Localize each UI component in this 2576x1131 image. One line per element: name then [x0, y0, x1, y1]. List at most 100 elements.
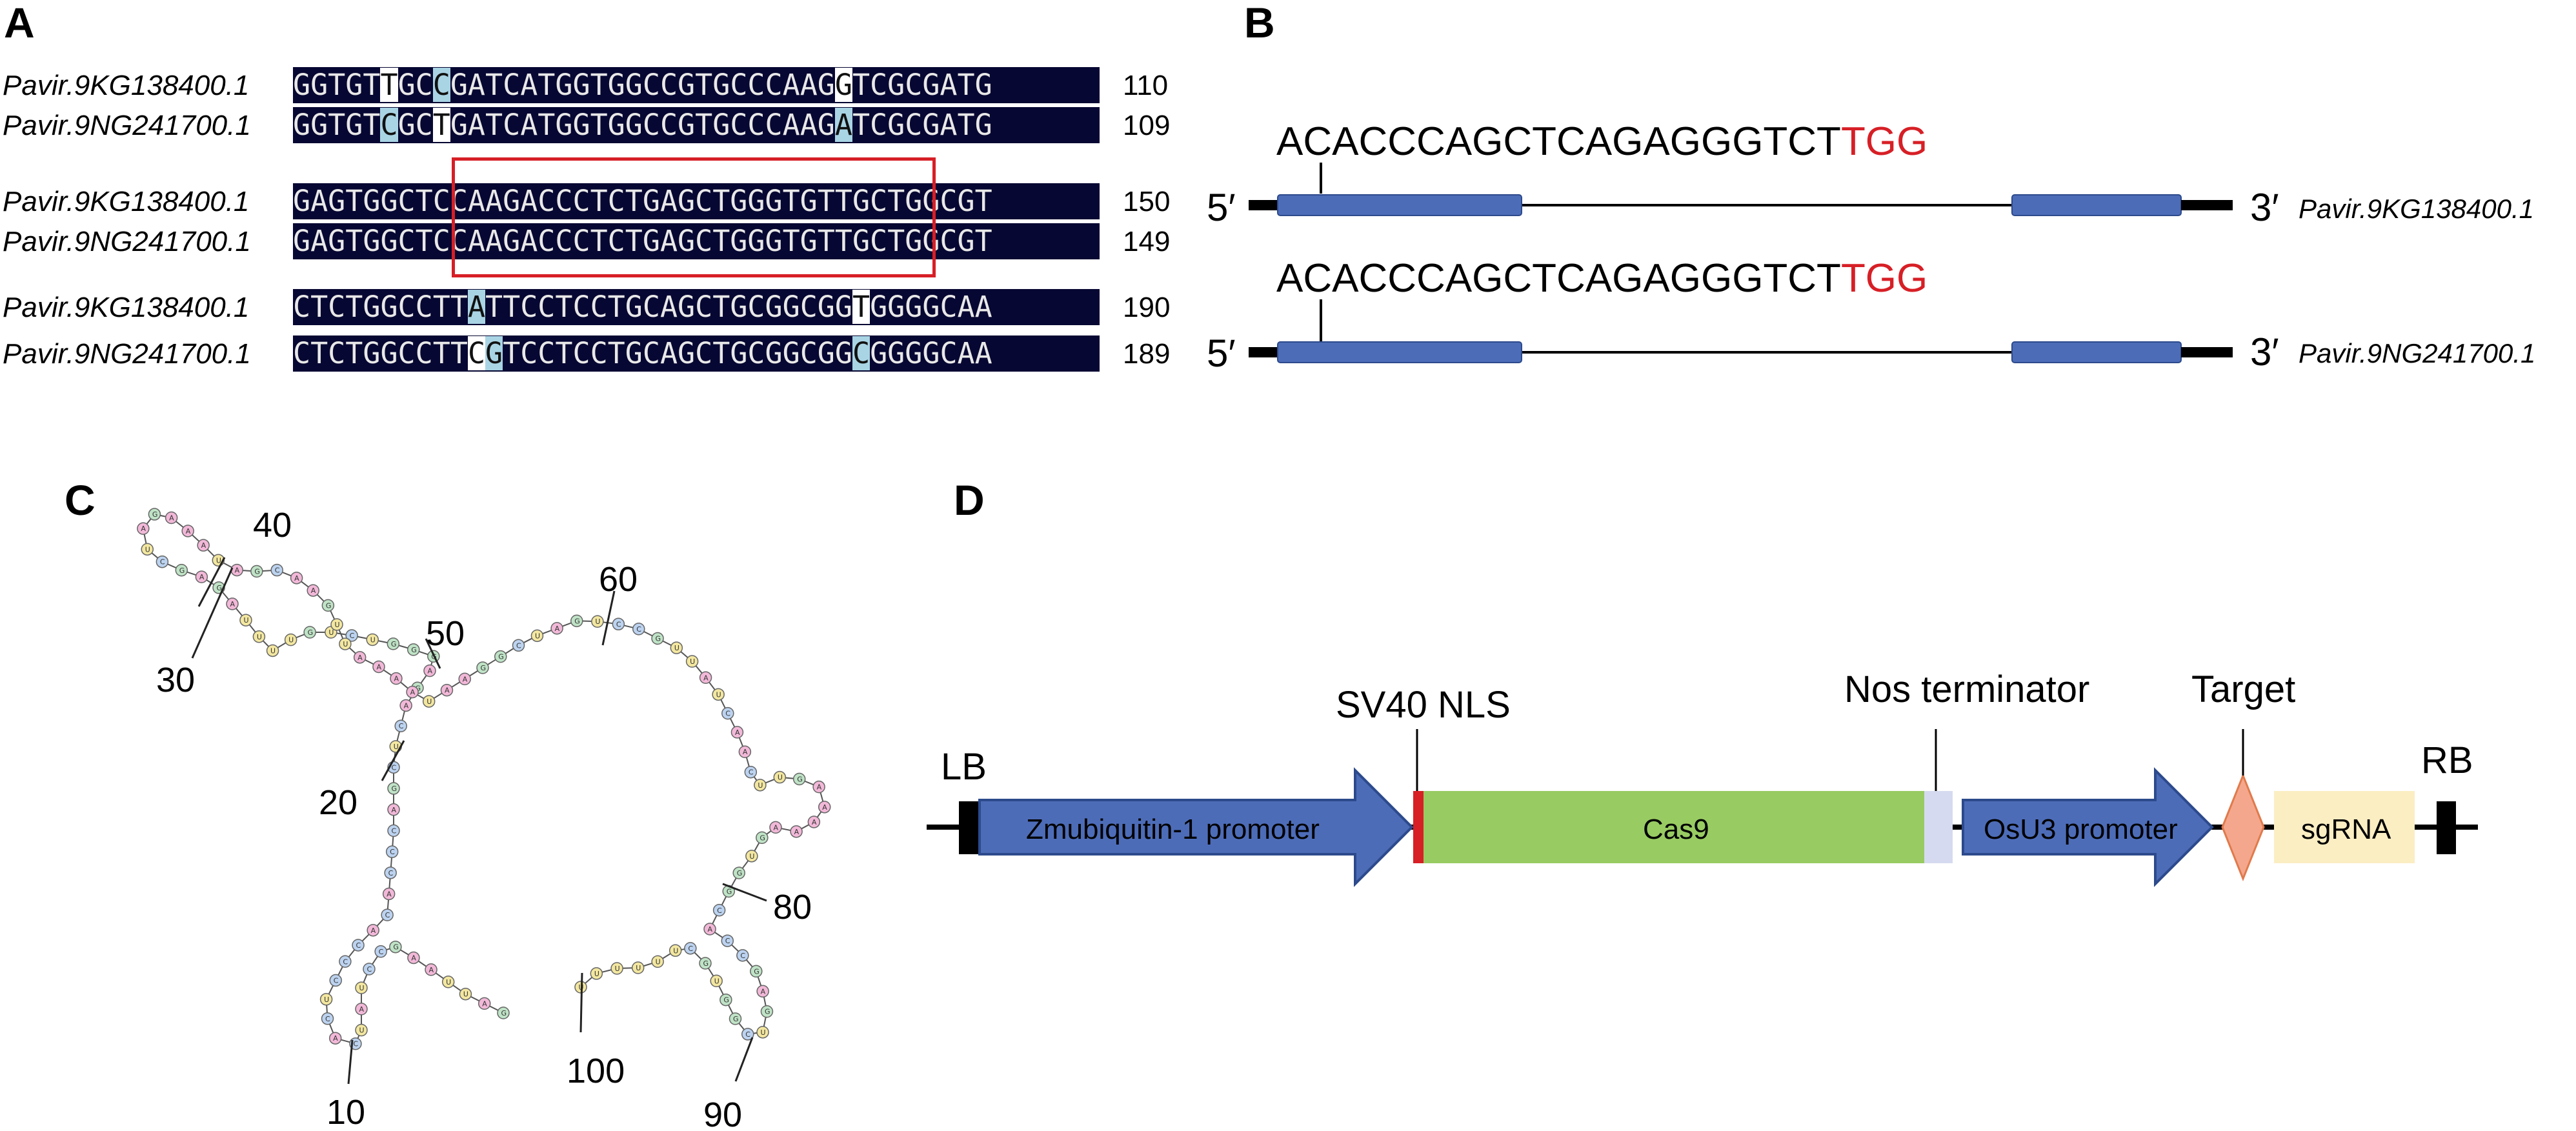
sequence-segment: C [432, 68, 450, 102]
nucleotide [756, 831, 769, 845]
nucleotide [744, 765, 758, 779]
nucleotide [389, 940, 402, 954]
nucleotide [321, 599, 335, 612]
nucleotide [631, 961, 645, 974]
nucleotide [712, 688, 725, 701]
nucleotide-letter: A [186, 527, 191, 535]
nucleotide-letter: U [636, 964, 641, 972]
nucleotide-letter: C [379, 948, 384, 956]
nucleotide-letter: A [359, 1005, 365, 1014]
nucleotide [741, 1028, 754, 1041]
utr-5 [1249, 347, 1278, 357]
sequence-segment: T [852, 290, 870, 324]
nucleotide-letter: C [334, 977, 339, 985]
nucleotide-letter: C [688, 945, 693, 953]
nucleotide [156, 555, 169, 568]
nucleotide-letter: U [257, 633, 262, 641]
nucleotide [550, 622, 563, 635]
nucleotide-letter: A [463, 675, 468, 683]
nucleotide [399, 699, 412, 712]
nucleotide-letter: U [288, 636, 294, 645]
label-20: 20 [319, 783, 357, 822]
nucleotide-letter: G [411, 646, 417, 654]
nucleotide [756, 985, 769, 998]
nucleotide [352, 939, 365, 952]
nucleotide-letter: U [216, 556, 221, 565]
nucleotide-letter: G [765, 1008, 770, 1016]
aligned-sequence: GAGTGGCTCCAAGACCCTCTGAGCTGGGTGTTGCTGGCGT [293, 223, 1100, 259]
nucleotide-letter: A [410, 688, 416, 697]
nos-terminator-block [1924, 791, 1953, 863]
nucleotide-letter: C [749, 768, 754, 777]
nucleotide-letter: U [594, 970, 599, 978]
nucleotide [712, 904, 726, 917]
sequence-segment: CTCTGGCCTT [293, 290, 468, 324]
nucleotide-letter: G [480, 664, 486, 672]
label-90: 90 [703, 1096, 742, 1131]
nucleotide [148, 508, 161, 521]
sequence-segment: GGTGT [293, 68, 381, 102]
nucleotide-letter: A [394, 675, 399, 683]
nucleotide [197, 539, 210, 552]
sequence-name: Pavir.9NG241700.1 [3, 226, 251, 257]
nucleotide [590, 967, 603, 980]
nucleotide [818, 801, 831, 814]
nucleotide [736, 949, 749, 962]
nucleotide-letter: C [367, 965, 372, 974]
osu3-promoter-label: OsU3 promoter [1984, 814, 2178, 845]
nucleotide [226, 597, 239, 610]
sequence-segment: A [467, 290, 486, 324]
nucleotide-letter: U [359, 1026, 365, 1035]
label-50: 50 [426, 614, 465, 653]
three-prime-label: 3′ [2250, 186, 2279, 229]
nucleotide-letter: U [656, 957, 661, 966]
sequence-segment: T [432, 108, 450, 142]
nucleotide-letter: U [535, 632, 540, 640]
nucleotide-letter: C [385, 911, 390, 919]
lb-label: LB [941, 746, 987, 788]
nucleotide [307, 584, 319, 597]
label-30: 30 [156, 661, 195, 699]
sequence-segment: GC [397, 68, 433, 102]
nucleotide [355, 1023, 368, 1037]
sequence-segment: GATCATGGTGGCCGTGCCCAAG [450, 68, 835, 102]
nucleotide-letter: U [761, 1028, 766, 1037]
nucleotide-letter: G [760, 834, 765, 842]
nucleotide [384, 866, 397, 879]
nucleotide-letter: U [463, 990, 468, 999]
nucleotide-letter: A [387, 890, 392, 898]
nucleotide-letter: A [201, 541, 206, 550]
nucleotide-letter: C [717, 906, 722, 915]
nucleotide-letter: C [616, 620, 621, 628]
osu3-promoter-arrow [1962, 767, 2214, 887]
nucleotides: GAUUAAGCCUAUCACUCCCACACCCAGCUCAGAGGGUCUG… [137, 508, 831, 1050]
nucleotide [812, 780, 825, 794]
nucleotide [530, 629, 544, 643]
sequence-position: 109 [1123, 110, 1171, 141]
nucleotide [685, 655, 699, 668]
rna-backbone [142, 513, 825, 1045]
nucleotide-letter: C [350, 632, 355, 640]
nucleotide-letter: A [794, 828, 800, 836]
nucleotide [570, 614, 583, 628]
nucleotide-letter: C [356, 941, 361, 950]
nucleotide-letter: G [415, 684, 421, 692]
nucleotide-letter: C [636, 625, 641, 634]
nucleotide [330, 618, 343, 631]
nucleotide [459, 987, 472, 1001]
sequence-name: Pavir.9KG138400.1 [3, 292, 250, 323]
nucleotide [651, 632, 664, 645]
nucleotide-letter: C [160, 558, 165, 566]
zmubiquitin-promoter-arrow [978, 767, 1414, 887]
guide-sequence: ACACCCAGCTCAGAGGGTCTTGG [1276, 119, 1927, 164]
nucleotide [349, 1037, 362, 1050]
nucleotide [670, 641, 683, 654]
nucleotide [212, 554, 225, 567]
sequence-segment: GAGTGGCTCCAAGACCCTCTGAGCTGGGTGTTGCTGGCGT [293, 224, 992, 258]
exon-2 [2011, 194, 2182, 216]
nucleotide [385, 845, 399, 858]
nucleotide [339, 955, 352, 968]
nucleotide-letter: U [714, 977, 719, 985]
nucleotide-letter: A [169, 514, 174, 522]
nucleotide [497, 1006, 510, 1019]
